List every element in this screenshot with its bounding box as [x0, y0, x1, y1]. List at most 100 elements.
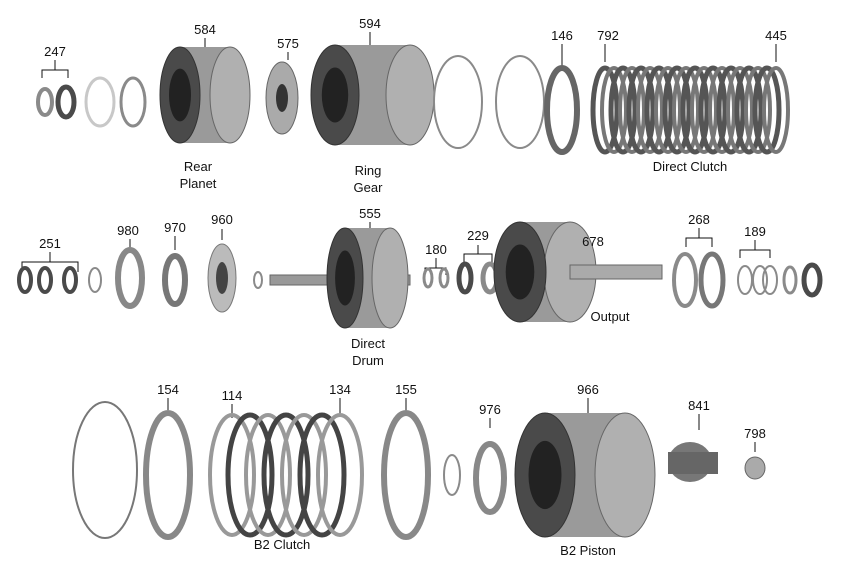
part-number-976: 976 — [479, 402, 501, 417]
snap-ring-large — [72, 401, 138, 539]
clutch-plate — [644, 65, 674, 155]
output-shaft — [569, 264, 663, 280]
b2-clutch-plate — [297, 412, 347, 538]
snap-ring — [433, 55, 483, 149]
washer-268b — [698, 251, 726, 309]
output-drum-678-bore — [505, 244, 535, 300]
b2-piston-966-bore — [528, 440, 562, 510]
plate-155 — [381, 410, 431, 540]
leader-lines-row2 — [129, 222, 594, 285]
clutch-plate — [698, 65, 728, 155]
part-number-584: 584 — [194, 22, 216, 37]
leader-lines-row3 — [167, 398, 756, 452]
leader-lines-row1 — [204, 32, 777, 70]
clutch-plate — [716, 65, 746, 155]
ring-part — [782, 265, 798, 295]
part-number-678: 678 — [582, 234, 604, 249]
caption-output: Output — [590, 309, 630, 324]
washer-251 — [17, 266, 33, 294]
direct-drum-555-bore — [335, 250, 355, 306]
part-number-445: 445 — [765, 28, 787, 43]
washer-247a — [36, 87, 54, 117]
bracket-268 — [685, 228, 713, 247]
rear-planet-584-bore — [169, 68, 191, 122]
ring-gear-594-end — [385, 44, 435, 146]
part-number-966: 966 — [577, 382, 599, 397]
part-number-960: 960 — [211, 212, 233, 227]
plate-154 — [143, 410, 193, 540]
part-number-229: 229 — [467, 228, 489, 243]
clutch-plate — [626, 65, 656, 155]
b2-clutch-plate — [225, 412, 275, 538]
caption-line: Drum — [352, 353, 384, 368]
washer-251 — [37, 266, 53, 294]
b2-clutch-plate — [261, 412, 311, 538]
b2-piston-966-end — [594, 412, 656, 538]
ring-gear-594-bore — [321, 67, 349, 123]
ring-180a — [422, 267, 434, 289]
clutch-plate — [636, 66, 664, 154]
part-number-146: 146 — [551, 28, 573, 43]
plate-146 — [544, 65, 580, 155]
ring-189 — [737, 265, 753, 295]
washer-268a — [672, 252, 698, 308]
rear-planet-584-end — [209, 46, 251, 144]
part-number-155: 155 — [395, 382, 417, 397]
clutch-plate — [662, 65, 692, 155]
part-number-970: 970 — [164, 220, 186, 235]
part-number-575: 575 — [277, 36, 299, 51]
part-number-114: 114 — [221, 388, 243, 403]
b2-clutch-plate — [280, 413, 328, 537]
washer-251 — [62, 266, 78, 294]
part-number-555: 555 — [359, 206, 381, 221]
clutch-plate — [680, 65, 710, 155]
caption-line: Gear — [353, 180, 383, 195]
clutch-plate — [654, 66, 682, 154]
bracket-189 — [739, 240, 771, 258]
clutch-plate — [590, 65, 620, 155]
b2-clutch-plate — [244, 413, 292, 537]
bearing-980 — [115, 247, 145, 309]
snap-ring-small — [88, 267, 102, 293]
bearing-247b — [55, 84, 77, 120]
b2-clutch-plate — [316, 413, 364, 537]
plug-798 — [744, 456, 766, 480]
small-ring — [443, 454, 461, 496]
ring-189 — [752, 265, 768, 295]
caption-line: Direct — [351, 336, 385, 351]
clutch-plate — [600, 66, 628, 154]
retainer-976 — [473, 441, 507, 515]
clutch-plate — [752, 65, 782, 155]
small-ring — [253, 271, 263, 289]
part-number-247: 247 — [44, 44, 66, 59]
bracket-180 — [424, 258, 447, 275]
b2-clutch-plate — [208, 413, 256, 537]
clutch-plate — [762, 66, 790, 154]
caption-b2-clutch: B2 Clutch — [253, 537, 311, 552]
bracket-247 — [41, 60, 69, 78]
part-number-268: 268 — [688, 212, 710, 227]
clutch-plate — [744, 66, 772, 154]
part-number-189: 189 — [744, 224, 766, 239]
caption-direct-clutch: Direct Clutch — [652, 159, 728, 174]
clutch-plate — [734, 65, 764, 155]
caption-line: Ring — [354, 163, 382, 178]
snap-ring — [495, 55, 545, 149]
caption-b2-piston: B2 Piston — [560, 543, 616, 558]
bracket-lines — [21, 32, 777, 452]
part-number-180: 180 — [425, 242, 447, 257]
washer-229a — [456, 261, 474, 295]
part-number-798: 798 — [744, 426, 766, 441]
clutch-plate — [690, 66, 718, 154]
part-number-980: 980 — [117, 223, 139, 238]
part-number-134: 134 — [329, 382, 351, 397]
hub-841-body — [668, 452, 718, 474]
clutch-plate — [618, 66, 646, 154]
ring-180b — [438, 267, 450, 289]
part-number-792: 792 — [597, 28, 619, 43]
clutch-plate — [608, 65, 638, 155]
